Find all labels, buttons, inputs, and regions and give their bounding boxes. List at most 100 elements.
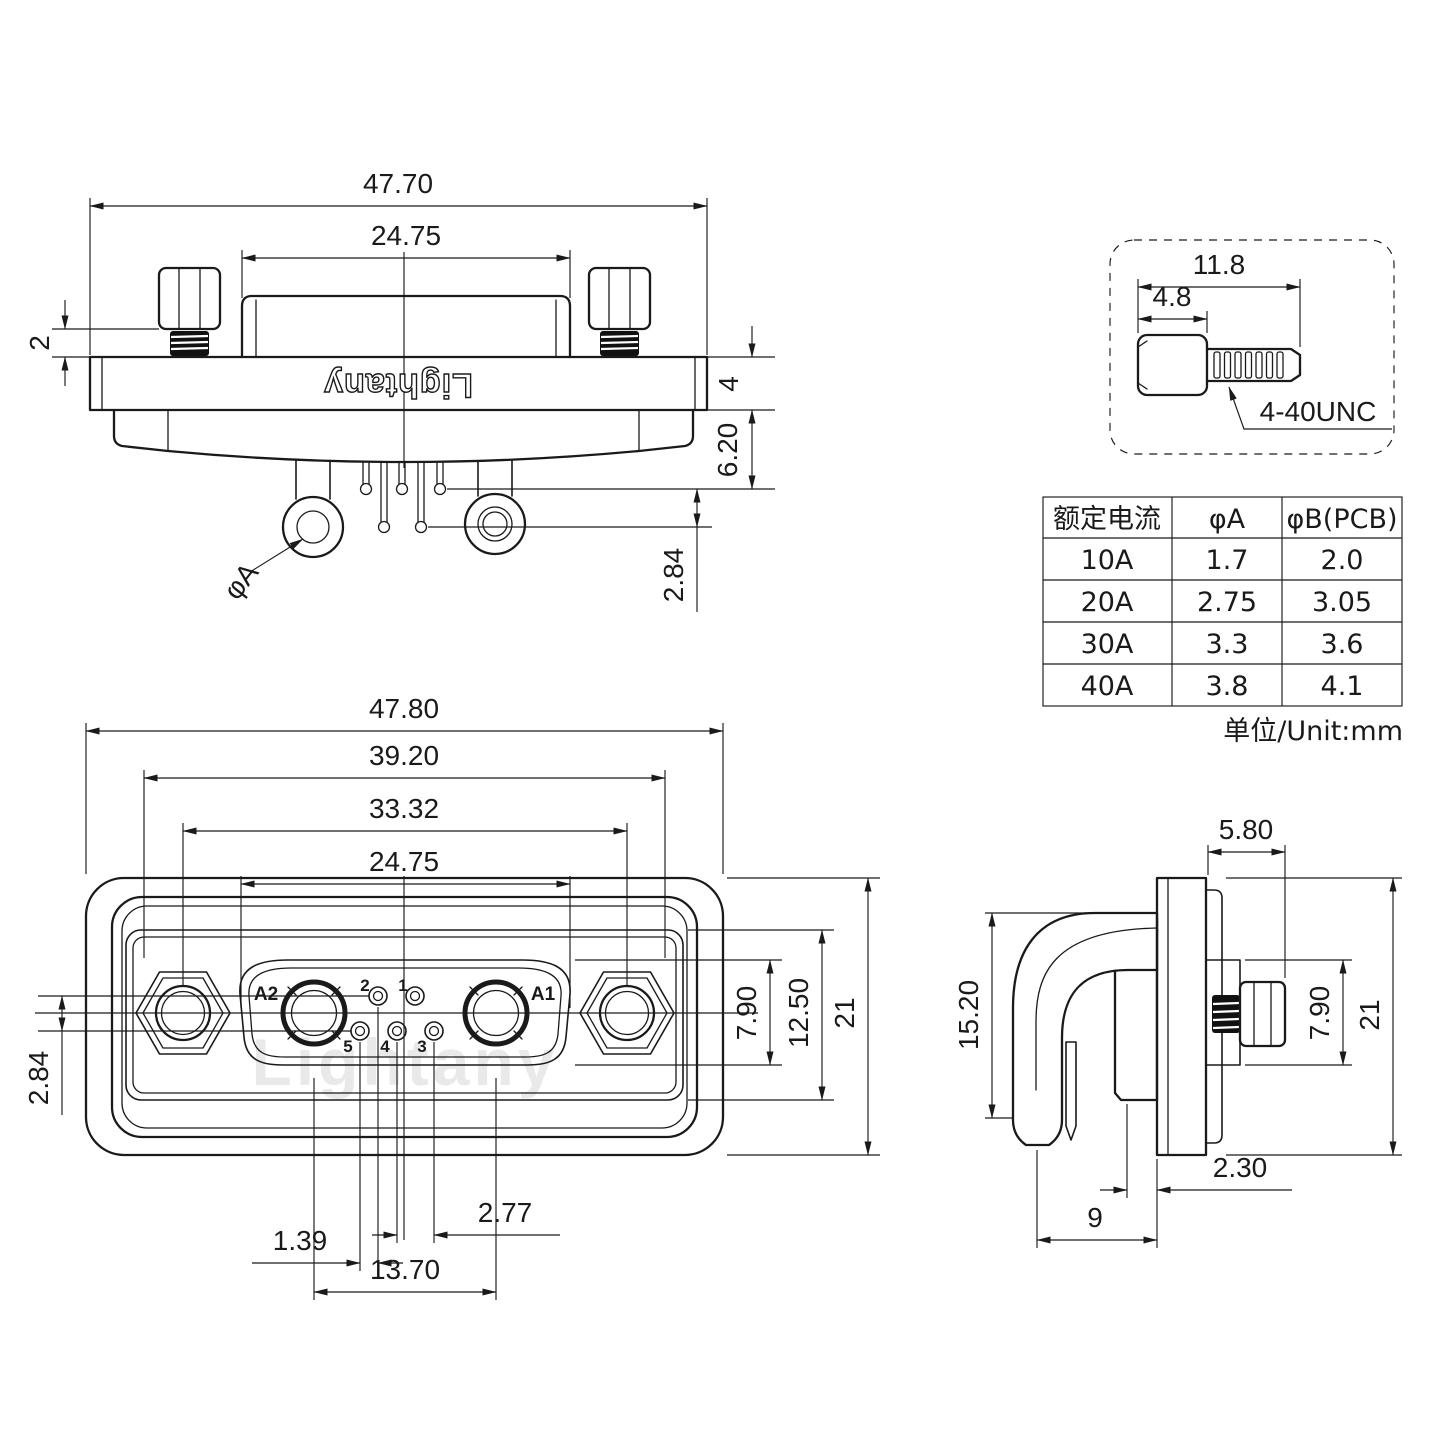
- cell: 3.8: [1206, 671, 1249, 702]
- left-hex-nut: [135, 971, 231, 1055]
- dim-label: 39.20: [369, 740, 439, 771]
- dim-side-overall-height: 21: [1226, 877, 1402, 1156]
- thread-spec-label: 4-40UNC: [1260, 396, 1377, 427]
- table-row: 30A 3.3 3.6: [1081, 629, 1364, 660]
- power-contact-a2: [280, 979, 348, 1047]
- side-solder-lug: [1011, 911, 1159, 1147]
- table-header-phi-a: φA: [1209, 504, 1246, 535]
- table-header-current: 额定电流: [1053, 504, 1161, 535]
- dim-label: 13.70: [370, 1254, 440, 1285]
- dim-label: 11.8: [1193, 249, 1245, 280]
- dim-rear-flange-thickness: 4: [707, 326, 775, 411]
- dim-label: 2.84: [658, 548, 689, 603]
- dim-label: 6.20: [712, 423, 743, 478]
- dim-front-overall-width: 47.80: [85, 693, 724, 874]
- cell: 20A: [1081, 587, 1134, 618]
- contact-label-a1: A1: [531, 984, 556, 1005]
- table-row: 10A 1.7 2.0: [1081, 545, 1364, 576]
- cell: 2.75: [1197, 587, 1257, 618]
- rear-signal-pins: [359, 462, 447, 534]
- rear-power-cup-right: [463, 460, 527, 556]
- dim-rear-shroud-width: 24.75: [241, 220, 571, 298]
- dim-label: 5.80: [1219, 814, 1274, 845]
- dim-side-lug-depth: 9: [1036, 1150, 1158, 1248]
- right-thumbscrew: [587, 266, 652, 356]
- table-row: 20A 2.75 3.05: [1081, 587, 1372, 618]
- d-shroud: [239, 959, 571, 1066]
- dim-label: 24.75: [371, 220, 441, 251]
- dim-front-pin-row-offset: 2.84: [23, 995, 66, 1115]
- dim-side-pin-setback: 2.30: [1100, 1104, 1292, 1198]
- dim-front-shroud-height: 7.90: [575, 959, 782, 1066]
- dim-side-lug-height: 15.20: [953, 912, 1095, 1119]
- cell: 3.05: [1312, 587, 1372, 618]
- dim-label: 24.75: [369, 846, 439, 877]
- cell: 2.0: [1321, 545, 1364, 576]
- dim-label: 12.50: [783, 978, 814, 1048]
- cell: 10A: [1081, 545, 1134, 576]
- brand-logo: Lightany: [323, 366, 473, 404]
- rear-power-cup-left: [281, 460, 345, 559]
- dim-screw-overall-length: 11.8: [1137, 249, 1301, 347]
- dim-front-insert-height: 12.50: [688, 929, 834, 1101]
- dim-label: 47.80: [369, 693, 439, 724]
- dim-front-gasket-width: 39.20: [143, 740, 666, 958]
- rear-flange: Lightany: [88, 355, 709, 412]
- dim-rear-cup-diameter: φA: [217, 538, 304, 605]
- dim-front-contact-spacing: 13.70: [313, 1254, 497, 1296]
- front-view: 47.80 39.20 33.32 24.75 Lightany: [23, 693, 880, 1300]
- dim-label: 21: [1354, 999, 1385, 1030]
- dim-label: 9: [1087, 1202, 1103, 1233]
- thread-spec-callout: 4-40UNC: [1228, 386, 1392, 430]
- power-contact-a1: [462, 979, 530, 1047]
- dim-label: 33.32: [369, 793, 439, 824]
- dim-front-shroud-width: 24.75: [240, 846, 571, 1008]
- spec-table: 额定电流 φA φB(PCB) 10A 1.7 2.0 20A 2.75 3.0…: [1042, 496, 1403, 747]
- rear-shroud: [240, 294, 572, 359]
- cell: 3.3: [1206, 629, 1249, 660]
- dim-label: 47.70: [363, 168, 433, 199]
- rear-body: [112, 408, 695, 464]
- dim-rear-screw-standoff: 2: [24, 300, 159, 386]
- pin-label-2: 2: [360, 976, 369, 995]
- side-view: 5.80 15.20 7.90 21 2.30: [953, 814, 1402, 1248]
- cell: 1.7: [1206, 545, 1249, 576]
- unit-note: 单位/Unit:mm: [1223, 716, 1403, 747]
- cell: 40A: [1081, 671, 1134, 702]
- screw-drawing: [1136, 333, 1302, 397]
- contact-label-a2: A2: [254, 984, 278, 1005]
- dim-label: 21: [829, 997, 860, 1028]
- dim-label: 7.90: [1304, 986, 1335, 1041]
- side-screw-assembly: [1205, 959, 1287, 1066]
- dim-label: 15.20: [953, 980, 984, 1050]
- dim-label: 2.77: [478, 1197, 533, 1228]
- dim-label: φA: [217, 557, 264, 605]
- left-thumbscrew: [157, 266, 222, 356]
- dim-front-overall-height: 21: [727, 877, 880, 1156]
- dim-rear-pin-row-offset: 2.84: [428, 488, 712, 612]
- dim-label: 1.39: [273, 1225, 328, 1256]
- dim-label: 4.8: [1153, 281, 1192, 312]
- dim-side-boss-height: 7.90: [1245, 959, 1352, 1066]
- dim-label: 2: [24, 335, 55, 351]
- dim-front-mount-hole-spacing: 33.32: [182, 793, 628, 986]
- pin-label-4: 4: [380, 1037, 390, 1056]
- screw-detail-view: 11.8 4.8 4-40UNC: [1109, 239, 1395, 455]
- table-row: 40A 3.8 4.1: [1081, 671, 1364, 702]
- rear-view: 47.70 24.75: [24, 168, 775, 612]
- dim-label: 2.30: [1213, 1152, 1268, 1183]
- dim-label: 4: [713, 376, 744, 392]
- dim-side-screw-protrusion: 5.80: [1207, 814, 1286, 978]
- dim-rear-body-depth: 6.20: [447, 409, 775, 490]
- pin-label-3: 3: [417, 1037, 426, 1056]
- dim-front-pin-offset: 1.39: [252, 1225, 403, 1267]
- side-pcb-pin: [1065, 1041, 1077, 1141]
- dim-front-pin-pitch: 2.77: [372, 1197, 560, 1239]
- dim-screw-head-length: 4.8: [1137, 281, 1208, 333]
- dim-rear-overall-width: 47.70: [89, 168, 708, 355]
- table-header-phi-b: φB(PCB): [1286, 504, 1397, 535]
- pin-label-1: 1: [398, 976, 407, 995]
- dim-label: 7.90: [731, 986, 762, 1041]
